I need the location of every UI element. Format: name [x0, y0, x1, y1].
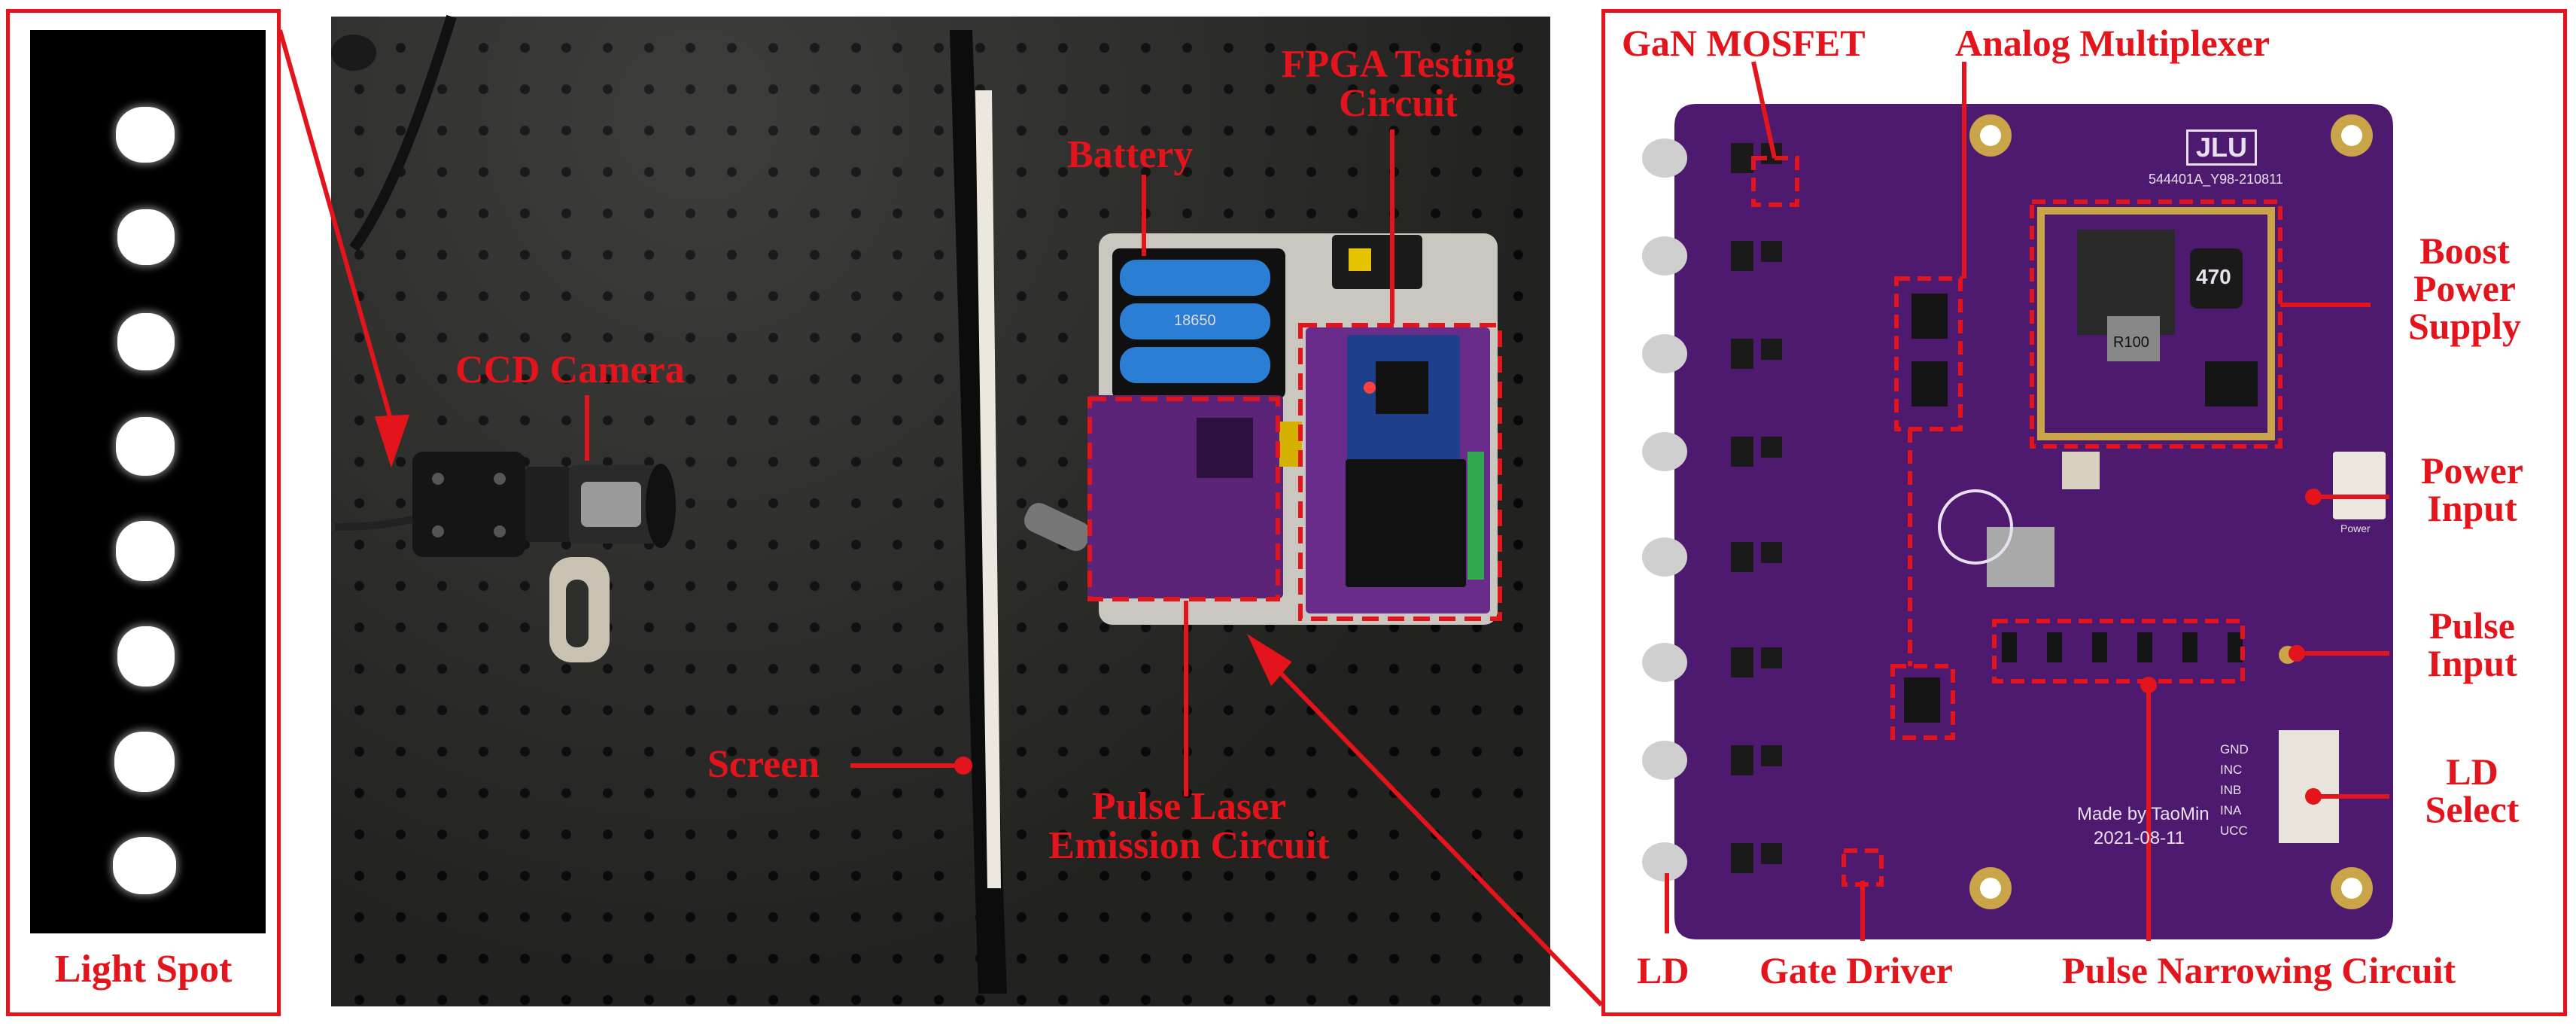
analog-mux-box: [1894, 276, 1963, 431]
boost-label-line2: Power: [2413, 267, 2517, 309]
pulse-narrowing-box: [1992, 619, 2245, 683]
middle-leaders: [278, 29, 1604, 1007]
pin-label: INB: [2220, 783, 2242, 797]
mux-chip-box: [1890, 664, 1955, 740]
screen-label: Screen: [707, 743, 820, 786]
light-spot: [116, 521, 175, 581]
ld-select-line1: LD: [2446, 750, 2498, 793]
pcb-date: 2021-08-11: [2094, 828, 2185, 848]
fpga-box: [1298, 323, 1502, 621]
light-spot-strip: [30, 30, 266, 933]
light-spot: [117, 626, 175, 687]
pcb-board: [1642, 104, 2393, 939]
ld-select-line2: Select: [2425, 788, 2520, 830]
light-spot-caption: Light Spot: [54, 948, 233, 991]
right-leaders: [1665, 61, 2389, 941]
right-annotation-boxes: [1751, 156, 2283, 887]
light-spot: [117, 313, 175, 370]
gan-mosfet-box: [1751, 156, 1799, 207]
pcb-inductor-value: 470: [2196, 265, 2231, 288]
pulse-laser-label: Pulse Laser Emission Circuit: [1008, 787, 1370, 866]
circuit-board-assembly: 18650: [1087, 233, 1498, 625]
pcb-connector-pins: GND INC INB INA UCC: [2220, 739, 2249, 841]
pulse-narrowing-label: Pulse Narrowing Circuit: [2062, 949, 2456, 991]
pulse-input-label: Pulse Input: [2389, 607, 2555, 682]
pin-label: INC: [2220, 763, 2243, 777]
ccd-camera-label: CCD Camera: [455, 349, 685, 391]
pcb-part-number: 544401A_Y98-210811: [2149, 172, 2283, 187]
light-spot: [116, 107, 175, 163]
light-spot: [116, 417, 175, 476]
cable-coil: [331, 35, 376, 71]
boost-label-line1: Boost: [2419, 230, 2510, 272]
boost-power-box: [2030, 199, 2283, 449]
pulse-input-line1: Pulse: [2429, 604, 2515, 647]
light-spot: [117, 209, 175, 265]
analog-mux-label: Analog Multiplexer: [1955, 22, 2270, 64]
pcb-resistor-value: R100: [2113, 334, 2149, 351]
fpga-label-line2: Circuit: [1339, 82, 1458, 125]
ld-select-label: LD Select: [2389, 753, 2555, 828]
battery-label: Battery: [1067, 133, 1194, 176]
light-spot: [114, 732, 175, 792]
pcb-made-by: Made by TaoMin: [2077, 804, 2210, 824]
pcb-logo: JLU: [2186, 129, 2258, 166]
boost-label-line3: Supply: [2407, 305, 2522, 347]
pin-label: UCC: [2220, 824, 2248, 838]
pin-label: GND: [2220, 742, 2249, 757]
pulse-laser-label-line2: Emission Circuit: [1048, 824, 1330, 867]
cable: [349, 14, 457, 252]
svg-text:18650: 18650: [1174, 312, 1216, 329]
gan-mosfet-label: GaN MOSFET: [1622, 22, 1866, 64]
gate-driver-label: Gate Driver: [1759, 949, 1953, 991]
fpga-label-line1: FPGA Testing: [1281, 43, 1516, 86]
pulse-laser-label-line1: Pulse Laser: [1091, 785, 1287, 828]
pin-label: INA: [2220, 803, 2242, 817]
ld-label: LD: [1637, 949, 1689, 991]
pulse-input-line2: Input: [2427, 642, 2517, 684]
light-spot: [113, 837, 176, 894]
power-input-label: Power Input: [2389, 452, 2555, 527]
pcb-power-label: Power: [2340, 522, 2371, 534]
pcb-zoom-frame: [1601, 9, 2567, 1016]
screen-frame: [950, 30, 1090, 994]
ccd-camera: [334, 452, 676, 662]
boost-power-label: Boost Power Supply: [2371, 232, 2559, 345]
power-input-line2: Input: [2427, 487, 2517, 529]
power-input-line1: Power: [2420, 449, 2524, 492]
pulse-laser-box: [1087, 397, 1280, 601]
fpga-label: FPGA Testing Circuit: [1255, 45, 1541, 123]
boost-gold-outline: [2037, 207, 2275, 440]
